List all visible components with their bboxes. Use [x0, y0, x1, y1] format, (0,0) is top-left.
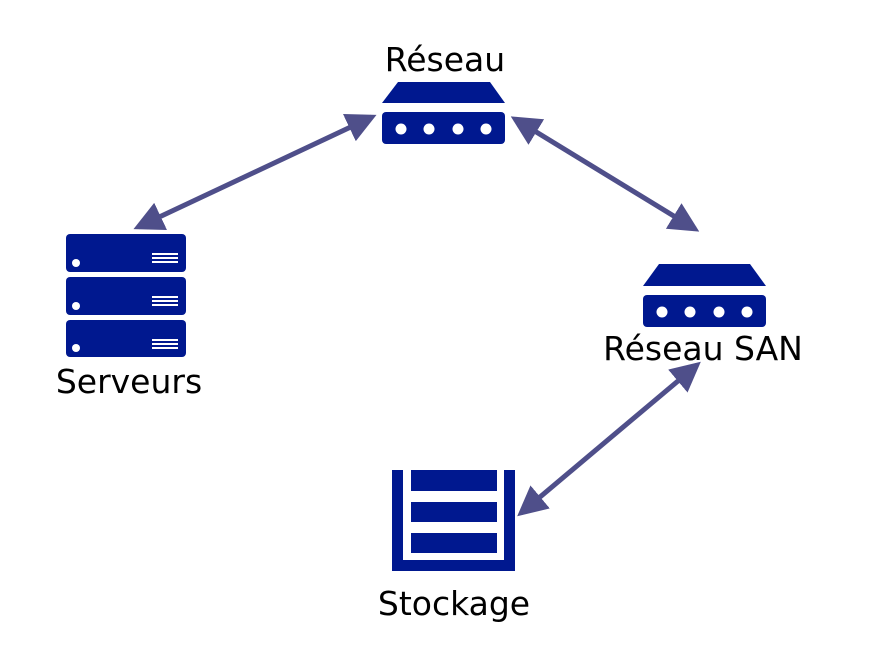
- edge-network-san: [510, 116, 700, 232]
- server-rack-icon: [66, 234, 186, 357]
- san-node[interactable]: Réseau SAN: [603, 264, 803, 368]
- edges: [133, 114, 701, 517]
- network-label: Réseau: [385, 40, 505, 79]
- server-unit: [66, 320, 186, 357]
- edge-san-storage: [517, 361, 701, 517]
- edge-network-servers: [133, 114, 377, 230]
- server-unit: [66, 277, 186, 315]
- servers-node[interactable]: Serveurs: [56, 234, 202, 401]
- storage-shelf-icon: [392, 470, 515, 571]
- network-node[interactable]: Réseau: [382, 40, 505, 144]
- router-icon: [643, 264, 766, 327]
- servers-label: Serveurs: [56, 362, 202, 401]
- storage-label: Stockage: [378, 584, 530, 623]
- server-unit: [66, 234, 186, 272]
- router-icon: [382, 82, 505, 144]
- storage-node[interactable]: Stockage: [378, 470, 530, 623]
- san-label: Réseau SAN: [603, 329, 803, 368]
